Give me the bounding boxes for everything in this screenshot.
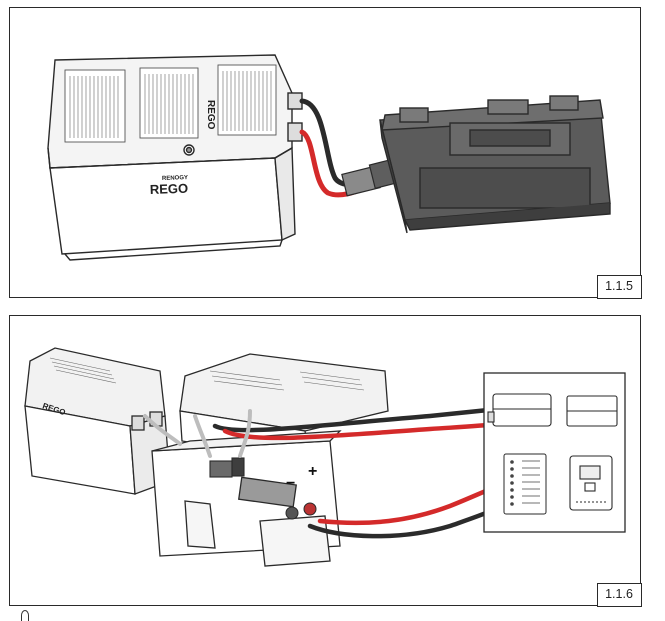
figure-label-1-1-6: 1.1.6 <box>596 582 642 607</box>
partial-caption-glyph <box>21 610 29 621</box>
battery-brand-small-top: RENOGY <box>162 175 188 182</box>
battery-logo-top: REGO <box>150 181 189 197</box>
terminal-posts <box>285 502 317 520</box>
cables-bottom <box>143 406 501 539</box>
negative-terminal-label: − <box>286 475 295 492</box>
figure-1-1-5-panel: RENOGY REGO REGO 1.1.5 <box>9 7 642 299</box>
rego-battery-left <box>47 54 303 261</box>
figure-1-1-6-illustration: REGO <box>24 347 626 567</box>
battery-pack-icon <box>566 395 618 427</box>
figure-1-1-5-illustration: RENOGY REGO REGO <box>47 54 611 261</box>
battery-lid-logo-top: REGO <box>205 100 216 130</box>
anderson-connector-bottom <box>209 457 245 478</box>
dc-charger-top <box>379 95 611 234</box>
loads-box <box>483 372 626 533</box>
figure-label-1-1-5: 1.1.5 <box>596 274 642 299</box>
figure-1-1-6-panel: REGO <box>9 315 642 607</box>
dc-charger-bottom <box>151 430 342 567</box>
fuse-panel-icon <box>503 453 547 515</box>
battery-back-left <box>24 347 171 495</box>
anderson-connector-top <box>341 158 398 197</box>
charge-controller-icon <box>569 455 613 511</box>
inverter-icon <box>487 393 552 427</box>
positive-terminal-label: + <box>308 463 317 480</box>
